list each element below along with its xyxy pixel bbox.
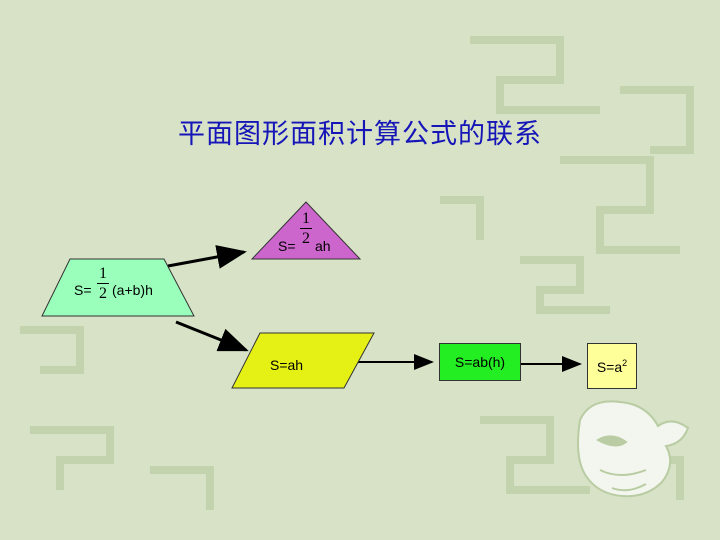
trapezoid-denominator: 2 [99, 285, 107, 302]
parallelogram-shape [231, 332, 375, 389]
triangle-formula-prefix: S= [278, 238, 296, 254]
trapezoid-formula-prefix: S= [74, 282, 92, 298]
triangle-denominator: 2 [302, 230, 310, 247]
triangle-shape [250, 201, 362, 260]
triangle-formula-suffix: ah [315, 238, 331, 254]
rectangle-formula: S=ab(h) [454, 354, 506, 370]
rectangle-shape: S=ab(h) [439, 343, 521, 381]
trapezoid-fraction: 1 2 [97, 265, 109, 302]
fraction-bar [97, 283, 109, 284]
triangle-fraction: 1 2 [300, 210, 312, 247]
arrow-trapezoid-to-triangle [167, 245, 247, 269]
page-title: 平面图形面积计算公式的联系 [178, 119, 542, 150]
trapezoid-formula-suffix: (a+b)h [112, 282, 153, 298]
square-formula: S=a2 [597, 358, 627, 375]
square-formula-base: S=a [596, 358, 623, 375]
fraction-bar [300, 228, 312, 229]
dragon-emblem-icon [577, 400, 690, 498]
arrow-trapezoid-to-parallelogram [175, 320, 249, 352]
square-shape: S=a2 [587, 343, 637, 389]
square-formula-exponent: 2 [622, 357, 628, 368]
parallelogram-formula: S=ah [270, 357, 304, 373]
triangle-numerator: 1 [302, 210, 310, 227]
trapezoid-numerator: 1 [99, 265, 107, 282]
trapezoid-shape [41, 258, 195, 317]
